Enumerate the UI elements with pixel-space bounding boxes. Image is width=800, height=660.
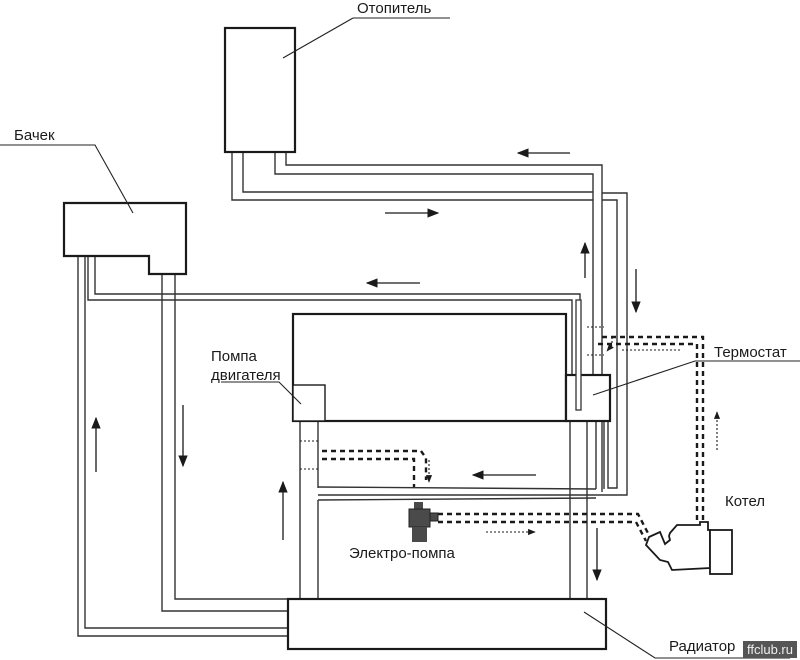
heater-box [223, 26, 297, 154]
dash-engine-to-pump-bottom [322, 457, 416, 487]
pipe-tank-lower-inner [174, 274, 298, 600]
dot-thermo-turn [606, 337, 614, 352]
engine-block [291, 312, 568, 423]
flow-arrows [91, 148, 641, 582]
boiler [644, 521, 733, 575]
electric-pump [408, 502, 439, 542]
tank-leader [0, 144, 134, 214]
pipe-mid-horizontal-bottom [317, 497, 597, 501]
pipe-heater-right-inner [285, 152, 603, 492]
electric-pump-top [414, 502, 423, 509]
pipe-tank-lower-outer [161, 274, 288, 612]
tank-label: Бачек [14, 127, 55, 144]
thermostat-leader [592, 360, 800, 396]
engine-pump-leader [221, 381, 302, 405]
electric-pump-body [408, 508, 431, 528]
radiator-leader [583, 611, 790, 659]
boiler-body [644, 521, 711, 571]
pipe-return-inner [602, 199, 618, 489]
boiler-label: Котел [725, 493, 765, 510]
heater-leader [282, 17, 354, 59]
thermostat-label: Термостат [714, 344, 787, 361]
watermark: ffclub.ru [742, 641, 797, 658]
thermostat-tube [575, 299, 582, 411]
dash-pump-to-boiler-bottom [438, 520, 648, 542]
pipe-mid-horizontal-top [317, 486, 597, 490]
pipe-heater-left-inner [242, 152, 593, 193]
dash-engine-to-pump-top [322, 449, 428, 480]
radiator-label: Радиатор [669, 638, 735, 655]
pipe-tank-radiator-outer [77, 255, 288, 637]
engine-pump-label-1: Помпа [211, 348, 258, 365]
boiler-circuit [300, 326, 721, 542]
electric-pump-label: Электро-помпа [349, 545, 456, 562]
dash-pump-to-boiler-top [438, 512, 652, 538]
electric-pump-outlet [429, 512, 439, 522]
pipe-tank-radiator-inner [84, 255, 288, 629]
dash-boiler-to-thermo-outer [598, 335, 705, 520]
pipe-heater-left-outer [231, 152, 594, 410]
electric-pump-motor [412, 527, 427, 542]
pipe-heater-right-outer [274, 152, 594, 200]
engine-pump-box [292, 384, 326, 422]
tank-box [62, 201, 188, 276]
heater-label: Отопитель [357, 0, 432, 17]
pipe-tank-bypass-outer [87, 255, 573, 410]
boiler-burner [709, 529, 733, 575]
thermostat-box [564, 373, 612, 423]
radiator-box [286, 597, 608, 651]
dash-boiler-to-thermo-inner [598, 342, 699, 520]
engine-pump-label-2: двигателя [211, 367, 281, 384]
